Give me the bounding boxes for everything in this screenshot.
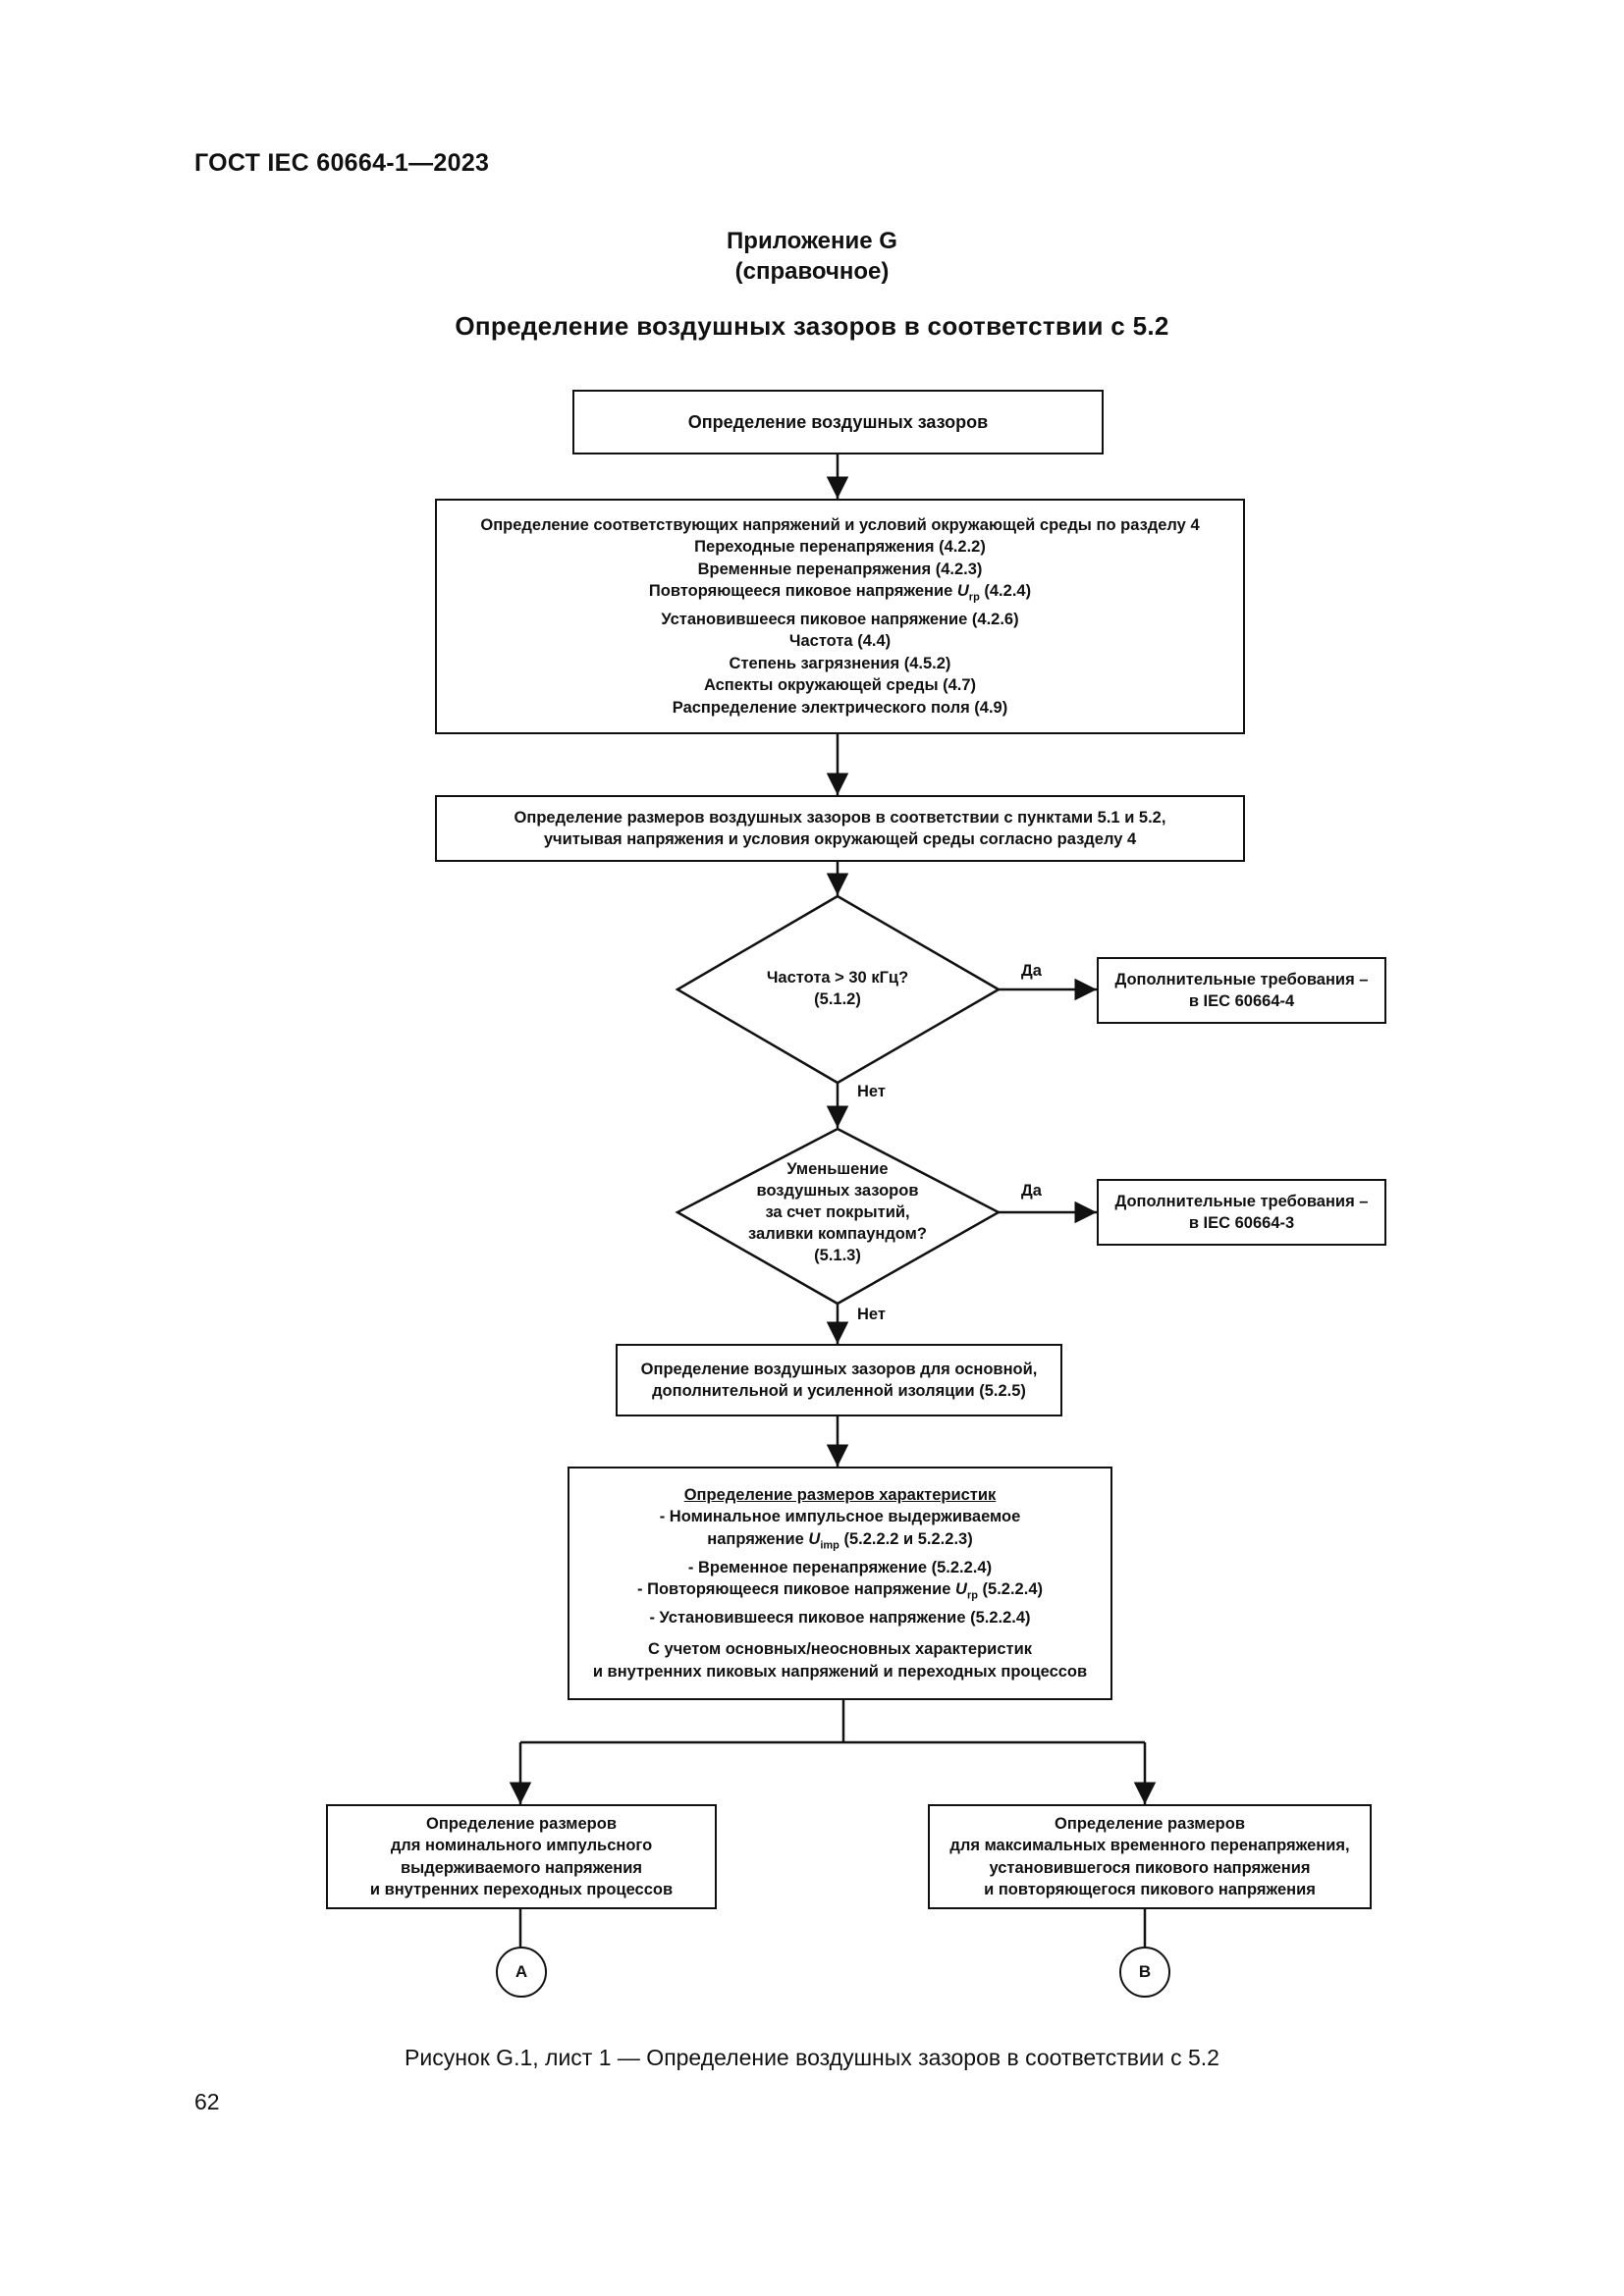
step1-box: Определение соответствующих напряжений и… [435, 499, 1245, 734]
step4-line-urp: - Повторяющееся пиковое напряжение Urp (… [637, 1580, 1043, 1602]
right-branch-line: Определение размеров [1055, 1814, 1245, 1833]
step1-line: Переходные перенапряжения (4.2.2) [694, 538, 986, 557]
left-branch-line: выдерживаемого напряжения [400, 1858, 643, 1877]
standard-designation: ГОСТ IEC 60664-1—2023 [194, 149, 490, 177]
side2-box: Дополнительные требования – в IEC 60664-… [1097, 1179, 1386, 1246]
decision2-ref: (5.1.3) [814, 1247, 861, 1264]
step4-box: Определение размеров характеристик - Ном… [568, 1467, 1112, 1700]
left-branch-line: для номинального импульсного [390, 1837, 653, 1854]
decision2-text: Уменьшение воздушных зазоров за счет пок… [748, 1158, 927, 1266]
decision1-ref: (5.1.2) [814, 990, 861, 1008]
start-box-label: Определение воздушных зазоров [687, 411, 989, 432]
annex-heading: Определение воздушных зазоров в соответс… [455, 311, 1169, 341]
decision2-line: заливки компаундом? [748, 1225, 927, 1243]
step1-line: Степень загрязнения (4.5.2) [729, 654, 951, 672]
side2-line: Дополнительные требования – [1114, 1192, 1369, 1210]
page-number: 62 [194, 2089, 220, 2114]
decision1-no-label: Нет [857, 1083, 886, 1100]
figure-caption: Рисунок G.1, лист 1 — Определение воздуш… [405, 2045, 1219, 2070]
side1-box: Дополнительные требования – в IEC 60664-… [1097, 957, 1386, 1024]
decision2-yes-label: Да [1021, 1182, 1042, 1200]
left-branch-box: Определение размеров для номинального им… [326, 1804, 717, 1909]
step1-line: Частота (4.4) [788, 632, 892, 651]
step1-line: Аспекты окружающей среды (4.7) [703, 676, 977, 695]
step4-line: и внутренних пиковых напряжений и перехо… [592, 1662, 1088, 1681]
annex-kind: (справочное) [734, 258, 890, 285]
step2-line: учитывая напряжения и условия окружающей… [543, 830, 1137, 848]
decision1-text: Частота > 30 кГц? (5.1.2) [767, 967, 908, 1010]
step4-line: - Временное перенапряжение (5.2.2.4) [687, 1558, 993, 1576]
right-branch-box: Определение размеров для максимальных вр… [928, 1804, 1372, 1909]
left-branch-line: и внутренних переходных процессов [369, 1881, 674, 1898]
step1-line: Временные перенапряжения (4.2.3) [697, 560, 983, 578]
step4-line: - Установившееся пиковое напряжение (5.2… [649, 1608, 1031, 1627]
right-branch-line: и повторяющегося пикового напряжения [984, 1881, 1316, 1898]
step4-line-uimp: напряжение Uimp (5.2.2.2 и 5.2.2.3) [707, 1529, 973, 1551]
decision2-line: за счет покрытий, [765, 1203, 910, 1221]
side2-line: в IEC 60664-3 [1188, 1214, 1295, 1232]
decision2-no-label: Нет [857, 1306, 886, 1323]
step1-lead: Определение соответствующих напряжений и… [480, 515, 1200, 534]
step4-line: С учетом основных/неосновных характерист… [648, 1640, 1032, 1659]
step2-line: Определение размеров воздушных зазоров в… [514, 808, 1166, 827]
step4-title: Определение размеров характеристик [683, 1485, 997, 1504]
left-branch-line: Определение размеров [426, 1814, 617, 1833]
side1-line: в IEC 60664-4 [1188, 992, 1295, 1010]
step4-line: - Номинальное импульсное выдерживаемое [659, 1508, 1021, 1526]
decision2-line: воздушных зазоров [756, 1182, 919, 1200]
step1-line: Распределение электрического поля (4.9) [672, 698, 1008, 717]
side1-line: Дополнительные требования – [1114, 970, 1369, 988]
right-branch-line: установившегося пикового напряжения [989, 1858, 1311, 1877]
step1-line-urp: Повторяющееся пиковое напряжение Urp (4.… [648, 582, 1032, 604]
decision2-line: Уменьшение [786, 1160, 889, 1178]
step3-line: дополнительной и усиленной изоляции (5.2… [652, 1382, 1026, 1400]
step3-line: Определение воздушных зазоров для основн… [640, 1360, 1038, 1378]
right-branch-line: для максимальных временного перенапряжен… [949, 1837, 1350, 1854]
step2-box: Определение размеров воздушных зазоров в… [435, 795, 1245, 862]
decision1-question: Частота > 30 кГц? [766, 969, 909, 987]
decision1-yes-label: Да [1021, 962, 1042, 980]
start-box: Определение воздушных зазоров [572, 390, 1104, 454]
step3-box: Определение воздушных зазоров для основн… [616, 1344, 1062, 1416]
annex-title: Приложение G [727, 228, 897, 254]
step1-line: Установившееся пиковое напряжение (4.2.6… [661, 610, 1019, 628]
connector-a: A [496, 1947, 547, 1998]
connector-b: B [1119, 1947, 1170, 1998]
